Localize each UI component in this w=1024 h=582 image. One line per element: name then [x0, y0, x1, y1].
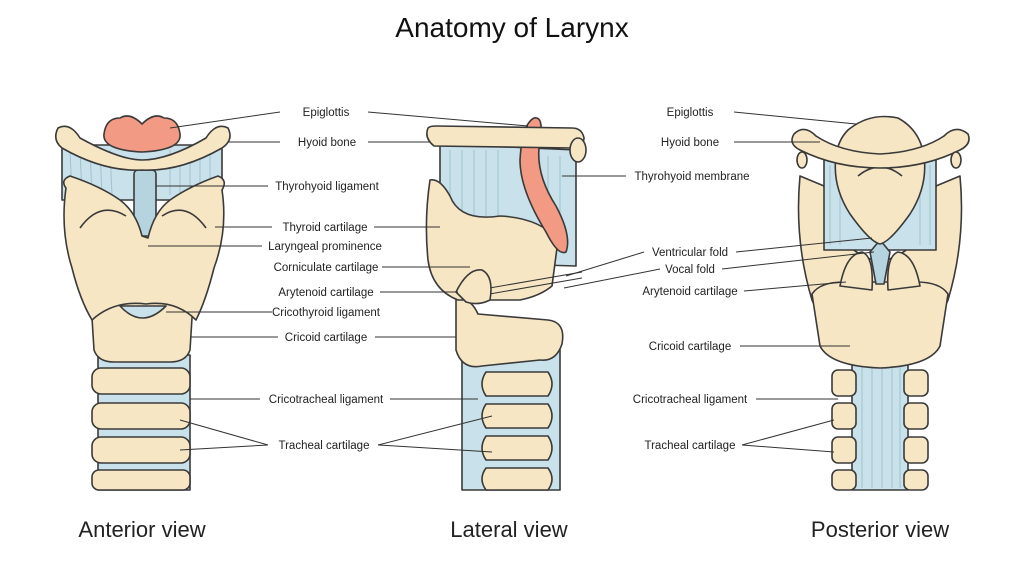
- label-thyroid-cartilage: Thyroid cartilage: [282, 222, 367, 234]
- label-laryngeal-prominence: Laryngeal prominence: [268, 241, 382, 253]
- label-thyrohyoid-membrane: Thyrohyoid membrane: [634, 171, 749, 183]
- label-epiglottis: Epiglottis: [303, 107, 350, 119]
- label-posterior-cricoid-cartilage: Cricoid cartilage: [649, 341, 731, 353]
- anterior-tracheal-rings: [92, 368, 190, 490]
- posterior-view-caption: Posterior view: [811, 517, 949, 542]
- label-cricotracheal-ligament: Cricotracheal ligament: [269, 394, 384, 406]
- lateral-view-caption: Lateral view: [450, 517, 568, 542]
- posterior-cricoid-cartilage: [812, 282, 948, 368]
- label-corniculate-cartilage: Corniculate cartilage: [274, 262, 379, 274]
- label-posterior-cricotracheal-ligament: Cricotracheal ligament: [633, 394, 748, 406]
- diagram-title: Anatomy of Larynx: [395, 12, 628, 43]
- label-ventricular-fold: Ventricular fold: [652, 247, 728, 259]
- label-hyoid-bone: Hyoid bone: [298, 137, 356, 149]
- label-posterior-epiglottis: Epiglottis: [667, 107, 714, 119]
- label-vocal-fold: Vocal fold: [665, 264, 715, 276]
- lateral-hyoid-bone: [427, 126, 584, 148]
- label-cricoid-cartilage: Cricoid cartilage: [285, 332, 367, 344]
- label-posterior-tracheal-cartilage: Tracheal cartilage: [645, 440, 736, 452]
- label-cricothyroid-ligament: Cricothyroid ligament: [272, 307, 381, 319]
- anterior-view-caption: Anterior view: [78, 517, 205, 542]
- label-tracheal-cartilage: Tracheal cartilage: [279, 440, 370, 452]
- label-arytenoid-cartilage: Arytenoid cartilage: [278, 287, 373, 299]
- label-thyrohyoid-ligament: Thyrohyoid ligament: [275, 181, 379, 193]
- label-posterior-hyoid-bone: Hyoid bone: [661, 137, 719, 149]
- label-posterior-arytenoid-cartilage: Arytenoid cartilage: [642, 286, 737, 298]
